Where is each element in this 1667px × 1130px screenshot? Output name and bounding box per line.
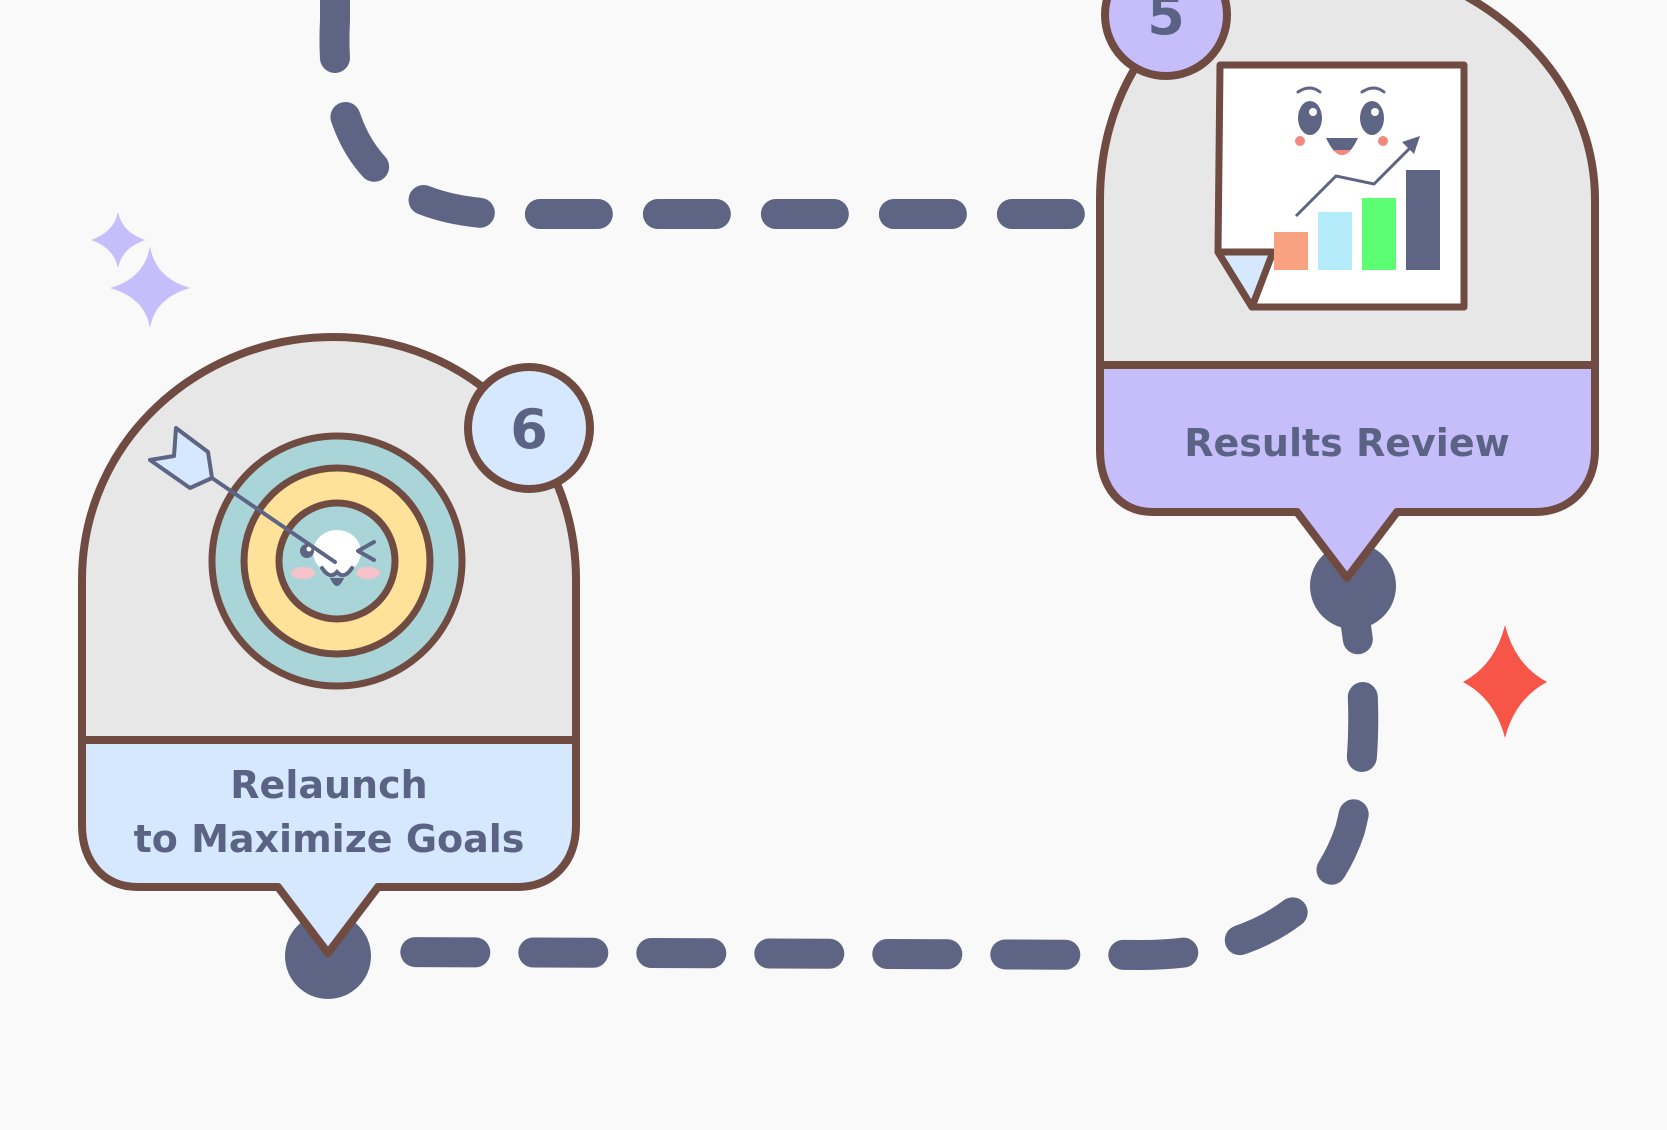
dashed-connector-path <box>319 0 1379 971</box>
chart-bar-2 <box>1318 212 1352 270</box>
connector-dot-step-5 <box>1310 543 1396 629</box>
step-5-label-bubble <box>1096 361 1599 582</box>
step-5-card: Results Review 5 <box>1096 0 1599 582</box>
chart-bar-4 <box>1406 170 1440 270</box>
chart-bar-3 <box>1362 198 1396 270</box>
step-5-number-badge: 5 <box>1101 0 1231 80</box>
purple-sparkle-small-icon <box>91 212 145 268</box>
step-6-number-badge: 6 <box>464 363 594 493</box>
connector-to-step-5 <box>319 0 1115 229</box>
chart-bar-1 <box>1274 232 1308 270</box>
step-6-title-line-1: Relaunch <box>230 763 427 807</box>
purple-sparkle-large-icon <box>110 246 190 328</box>
trend-arrow-line <box>1294 140 1418 218</box>
red-sparkle-icon <box>1463 625 1547 738</box>
step-6-card: Relaunch to Maximize Goals 6 <box>78 332 594 957</box>
step-6-title-line-2: to Maximize Goals <box>134 817 525 861</box>
target-with-arrow-icon <box>148 426 466 690</box>
svg-text:6: 6 <box>510 398 548 461</box>
chart-face <box>1295 86 1388 155</box>
arrow-fletching-icon <box>148 426 214 490</box>
chart-presentation-board-icon <box>1214 61 1468 311</box>
step-5-title: Results Review <box>1184 421 1509 465</box>
connector-step-5-to-step-6 <box>380 565 1379 971</box>
svg-text:5: 5 <box>1147 0 1185 47</box>
trend-arrow-head-icon <box>1402 136 1420 154</box>
step-6-label-bubble <box>78 736 580 957</box>
